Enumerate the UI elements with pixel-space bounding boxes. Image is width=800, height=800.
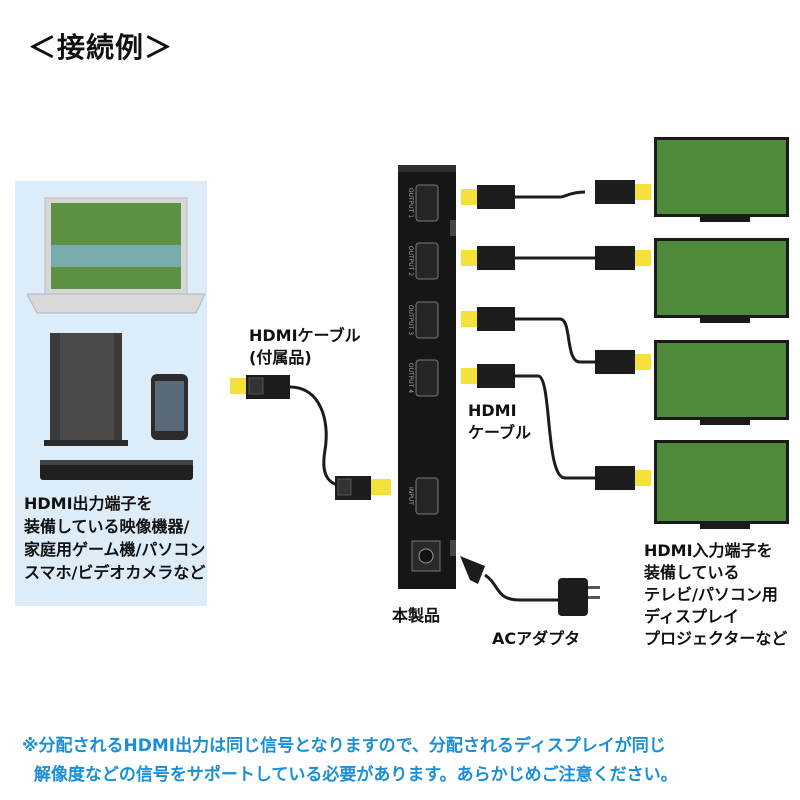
game-console-icon — [44, 333, 128, 446]
hdmi-cable-included-label: HDMIケーブル (付属品) — [249, 326, 361, 367]
product-label: 本製品 — [392, 606, 441, 625]
ac-adapter-icon — [460, 556, 600, 616]
hdmi-cable-label: HDMI ケーブル — [468, 401, 532, 442]
source-devices-caption: HDMI出力端子を 装備している映像機器/ 家庭用ゲーム機/パソコン スマホ/ビ… — [24, 494, 206, 582]
smartphone-icon — [151, 374, 188, 440]
port-label-output-1: OUTPUT 1 — [407, 188, 414, 218]
tv-icon — [654, 440, 789, 529]
port-label-output-2: OUTPUT 2 — [407, 246, 414, 276]
port-label-input: INPUT — [407, 487, 414, 505]
footnote: ※分配されるHDMI出力は同じ信号となりますので、分配されるディスプレイが同じ … — [22, 736, 678, 785]
hdmi-cable-icon — [461, 246, 651, 270]
tv-icon — [654, 137, 789, 222]
blu-ray-player-icon — [40, 460, 193, 480]
port-label-output-4: OUTPUT 4 — [407, 363, 414, 393]
hdmi-cable-icon — [461, 180, 651, 209]
page-title: ＜接続例＞ — [28, 31, 174, 64]
hdmi-cable-icon — [461, 307, 651, 374]
laptop-icon — [26, 197, 206, 314]
tv-icon — [654, 238, 789, 323]
hdmi-cable-icon — [461, 364, 651, 490]
ac-adapter-label: ACアダプタ — [492, 629, 581, 648]
hdmi-cable-icon — [230, 375, 391, 500]
tv-icon — [654, 340, 789, 425]
display-devices-caption: HDMI入力端子を 装備している テレビ/パソコン用 ディスプレイ プロジェクタ… — [644, 541, 788, 648]
hdmi-splitter-icon: OUTPUT 1 OUTPUT 2 OUTPUT 3 OUTPUT 4 INPU… — [398, 165, 456, 589]
port-label-output-3: OUTPUT 3 — [407, 305, 414, 335]
